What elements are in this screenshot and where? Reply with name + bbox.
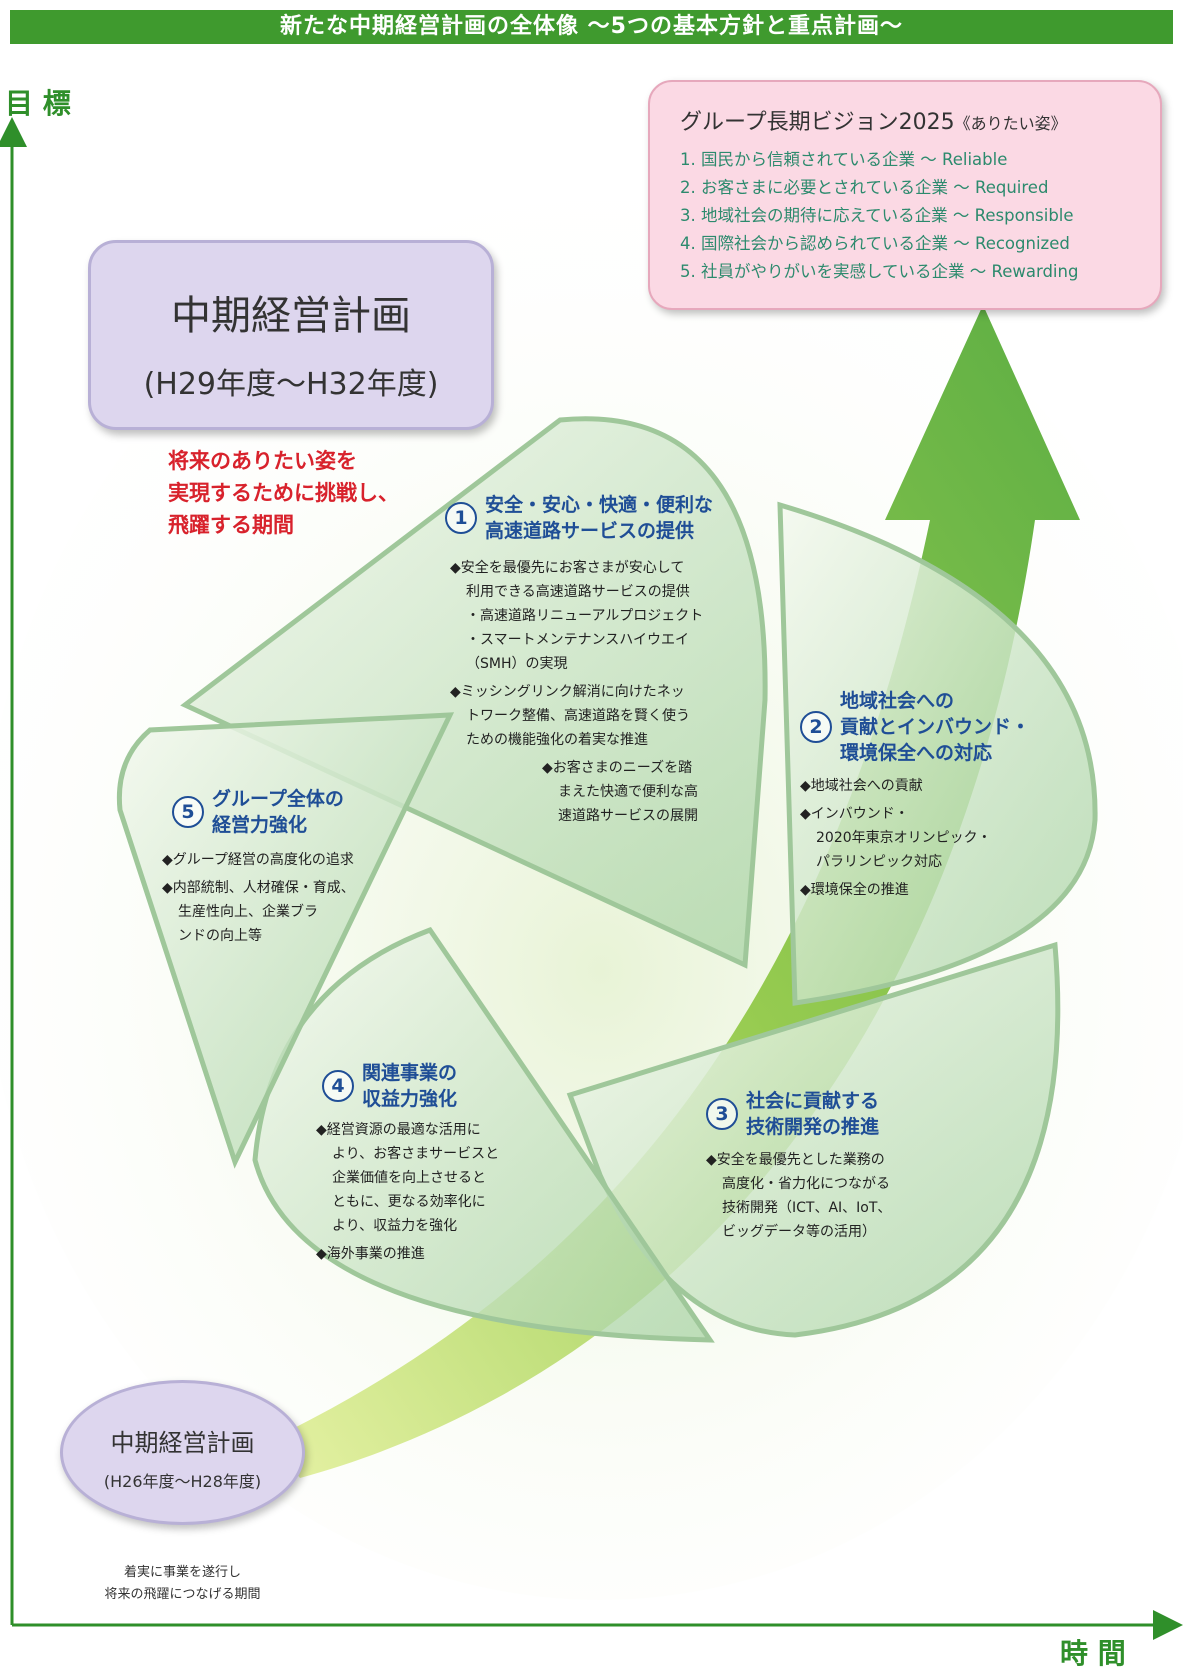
- previous-plan-note: 着実に事業を遂行し 将来の飛躍につなげる期間: [60, 1562, 305, 1606]
- current-plan-box: 中期経営計画 (H29年度〜H32年度): [88, 240, 494, 430]
- policy-2-title: 地域社会への 貢献とインバウンド・ 環境保全への対応: [840, 688, 1030, 766]
- policy-item: より、収益力を強化: [332, 1218, 458, 1234]
- policy-item: ◆お客さまのニーズを踏: [542, 760, 693, 776]
- policy-title-line: 地域社会への: [840, 690, 955, 712]
- policy-4-number: 4: [322, 1070, 354, 1102]
- current-plan-title: 中期経営計画: [171, 293, 411, 339]
- policy-4: 4 関連事業の 収益力強化 ◆経営資源の最適な活用に より、お客さまサービスと …: [316, 1060, 499, 1266]
- policy-title-line: 技術開発の推進: [746, 1116, 880, 1138]
- challenge-line: 将来のありたい姿を: [168, 449, 357, 473]
- policy-item: ◆環境保全の推進: [800, 882, 909, 898]
- policy-item: 利用できる高速道路サービスの提供: [466, 584, 690, 600]
- policy-item: 2020年東京オリンピック・: [816, 830, 992, 846]
- policy-item: ◆安全を最優先とした業務の: [706, 1152, 885, 1168]
- policy-1-number: 1: [445, 502, 477, 534]
- policy-item: 速道路サービスの展開: [558, 808, 698, 824]
- note-line: 着実に事業を遂行し: [123, 1565, 241, 1580]
- y-axis-label: 目 標: [5, 87, 71, 120]
- challenge-line: 飛躍する期間: [168, 513, 294, 537]
- policy-item: ・スマートメンテナンスハイウエイ: [466, 632, 690, 648]
- policy-2-items: ◆地域社会への貢献 ◆インバウンド・ 2020年東京オリンピック・ パラリンピッ…: [800, 774, 1030, 902]
- policy-item: ◆地域社会への貢献: [800, 778, 923, 794]
- policy-item: ともに、更なる効率化に: [332, 1194, 486, 1210]
- policy-4-title: 関連事業の 収益力強化: [362, 1060, 457, 1112]
- policy-item: ◆内部統制、人材確保・育成、: [162, 880, 355, 896]
- policy-item: ◆ミッシングリンク解消に向けたネッ: [450, 684, 685, 700]
- policy-item: ◆海外事業の推進: [316, 1246, 425, 1262]
- policy-3-items: ◆安全を最優先とした業務の 高度化・省力化につながる 技術開発（ICT、AI、I…: [706, 1148, 891, 1244]
- challenge-text: 将来のありたい姿を 実現するために挑戦し、 飛躍する期間: [168, 445, 399, 541]
- policy-title-line: 環境保全への対応: [840, 742, 993, 764]
- policy-5-title: グループ全体の 経営力強化: [212, 786, 344, 838]
- policy-title-line: 社会に貢献する: [746, 1090, 880, 1112]
- policy-3-title: 社会に貢献する 技術開発の推進: [746, 1088, 879, 1140]
- policy-title-line: 安全・安心・快適・便利な: [485, 494, 714, 516]
- policy-title-line: 経営力強化: [212, 814, 308, 836]
- policy-2: 2 地域社会への 貢献とインバウンド・ 環境保全への対応 ◆地域社会への貢献 ◆…: [800, 688, 1030, 902]
- policy-item: 高度化・省力化につながる: [722, 1176, 890, 1192]
- previous-plan-title: 中期経営計画: [110, 1429, 255, 1457]
- policy-item: 生産性向上、企業ブラ: [178, 904, 318, 920]
- policy-title-line: 高速道路サービスの提供: [485, 520, 695, 542]
- policy-2-number: 2: [800, 711, 832, 743]
- policy-2-header: 2 地域社会への 貢献とインバウンド・ 環境保全への対応: [800, 688, 1030, 766]
- policy-5: 5 グループ全体の 経営力強化 ◆グループ経営の高度化の追求 ◆内部統制、人材確…: [162, 786, 355, 948]
- policy-item: （SMH）の実現: [466, 656, 568, 672]
- policy-3-number: 3: [706, 1098, 738, 1130]
- policy-title-line: 収益力強化: [362, 1088, 458, 1110]
- previous-plan-period: (H26年度〜H28年度): [103, 1472, 262, 1491]
- policy-1-title: 安全・安心・快適・便利な 高速道路サービスの提供: [485, 492, 713, 544]
- policy-title-line: 関連事業の: [362, 1062, 458, 1084]
- policy-3-header: 3 社会に貢献する 技術開発の推進: [706, 1088, 891, 1140]
- policy-item: トワーク整備、高速道路を賢く使う: [466, 708, 690, 724]
- policy-item: 企業価値を向上させると: [332, 1170, 486, 1186]
- policy-5-header: 5 グループ全体の 経営力強化: [172, 786, 355, 838]
- vision-item: 3. 地域社会の期待に応えている企業 〜 Responsible: [680, 206, 1074, 225]
- policy-item: ◆インバウンド・: [800, 806, 909, 822]
- petal-2: [777, 501, 1098, 1006]
- petal-1: [180, 416, 768, 969]
- vision-item: 5. 社員がやりがいを実感している企業 〜 Rewarding: [680, 262, 1079, 281]
- policy-1: 1 安全・安心・快適・便利な 高速道路サービスの提供 ◆安全を最優先にお客さまが…: [445, 492, 713, 828]
- vision-subtitle: 《ありたい姿》: [954, 114, 1067, 133]
- policy-item: まえた快適で便利な高: [558, 784, 698, 800]
- current-plan-period: (H29年度〜H32年度): [143, 367, 439, 402]
- policy-item: より、お客さまサービスと: [332, 1146, 500, 1162]
- vision-item: 1. 国民から信頼されている企業 〜 Reliable: [680, 150, 1008, 169]
- policy-4-header: 4 関連事業の 収益力強化: [322, 1060, 499, 1112]
- policy-title-line: 貢献とインバウンド・: [840, 716, 1031, 738]
- policy-1-header: 1 安全・安心・快適・便利な 高速道路サービスの提供: [445, 492, 713, 544]
- policy-item: ◆安全を最優先にお客さまが安心して: [450, 560, 685, 576]
- petal-4: [252, 926, 715, 1343]
- vision-item: 4. 国際社会から認められている企業 〜 Recognized: [680, 234, 1070, 253]
- x-axis-label: 時 間: [1060, 1637, 1126, 1670]
- policy-item: ビッグデータ等の活用）: [722, 1224, 876, 1240]
- policy-4-items: ◆経営資源の最適な活用に より、お客さまサービスと 企業価値を向上させると とも…: [316, 1118, 499, 1266]
- note-line: 将来の飛躍につなげる期間: [104, 1587, 261, 1602]
- policy-item: 技術開発（ICT、AI、IoT、: [722, 1200, 892, 1216]
- policy-item: ◆経営資源の最適な活用に: [316, 1122, 481, 1138]
- policy-1-items: ◆安全を最優先にお客さまが安心して 利用できる高速道路サービスの提供 ・高速道路…: [450, 556, 713, 828]
- vision-title-row: グループ長期ビジョン2025《ありたい姿》: [680, 104, 1160, 136]
- policy-5-items: ◆グループ経営の高度化の追求 ◆内部統制、人材確保・育成、 生産性向上、企業ブラ…: [162, 848, 355, 948]
- challenge-line: 実現するために挑戦し、: [168, 481, 399, 505]
- previous-plan-ellipse: 中期経営計画 (H26年度〜H28年度): [60, 1380, 305, 1525]
- policy-title-line: グループ全体の: [212, 788, 344, 810]
- vision-title: グループ長期ビジョン2025: [680, 110, 955, 135]
- policy-3: 3 社会に貢献する 技術開発の推進 ◆安全を最優先とした業務の 高度化・省力化に…: [706, 1088, 891, 1244]
- policy-item: パラリンピック対応: [816, 854, 942, 870]
- policy-5-number: 5: [172, 796, 204, 828]
- policy-item: ・高速道路リニューアルプロジェクト: [466, 608, 704, 624]
- policy-item: ◆グループ経営の高度化の追求: [162, 852, 354, 868]
- policy-item: ための機能強化の着実な推進: [466, 732, 648, 748]
- vision-item: 2. お客さまに必要とされている企業 〜 Required: [680, 178, 1049, 197]
- petal-5: [116, 712, 455, 1169]
- vision-box: グループ長期ビジョン2025《ありたい姿》 1. 国民から信頼されている企業 〜…: [648, 80, 1162, 310]
- policy-item: ンドの向上等: [178, 928, 262, 944]
- header-banner: 新たな中期経営計画の全体像 〜5つの基本方針と重点計画〜: [10, 10, 1173, 44]
